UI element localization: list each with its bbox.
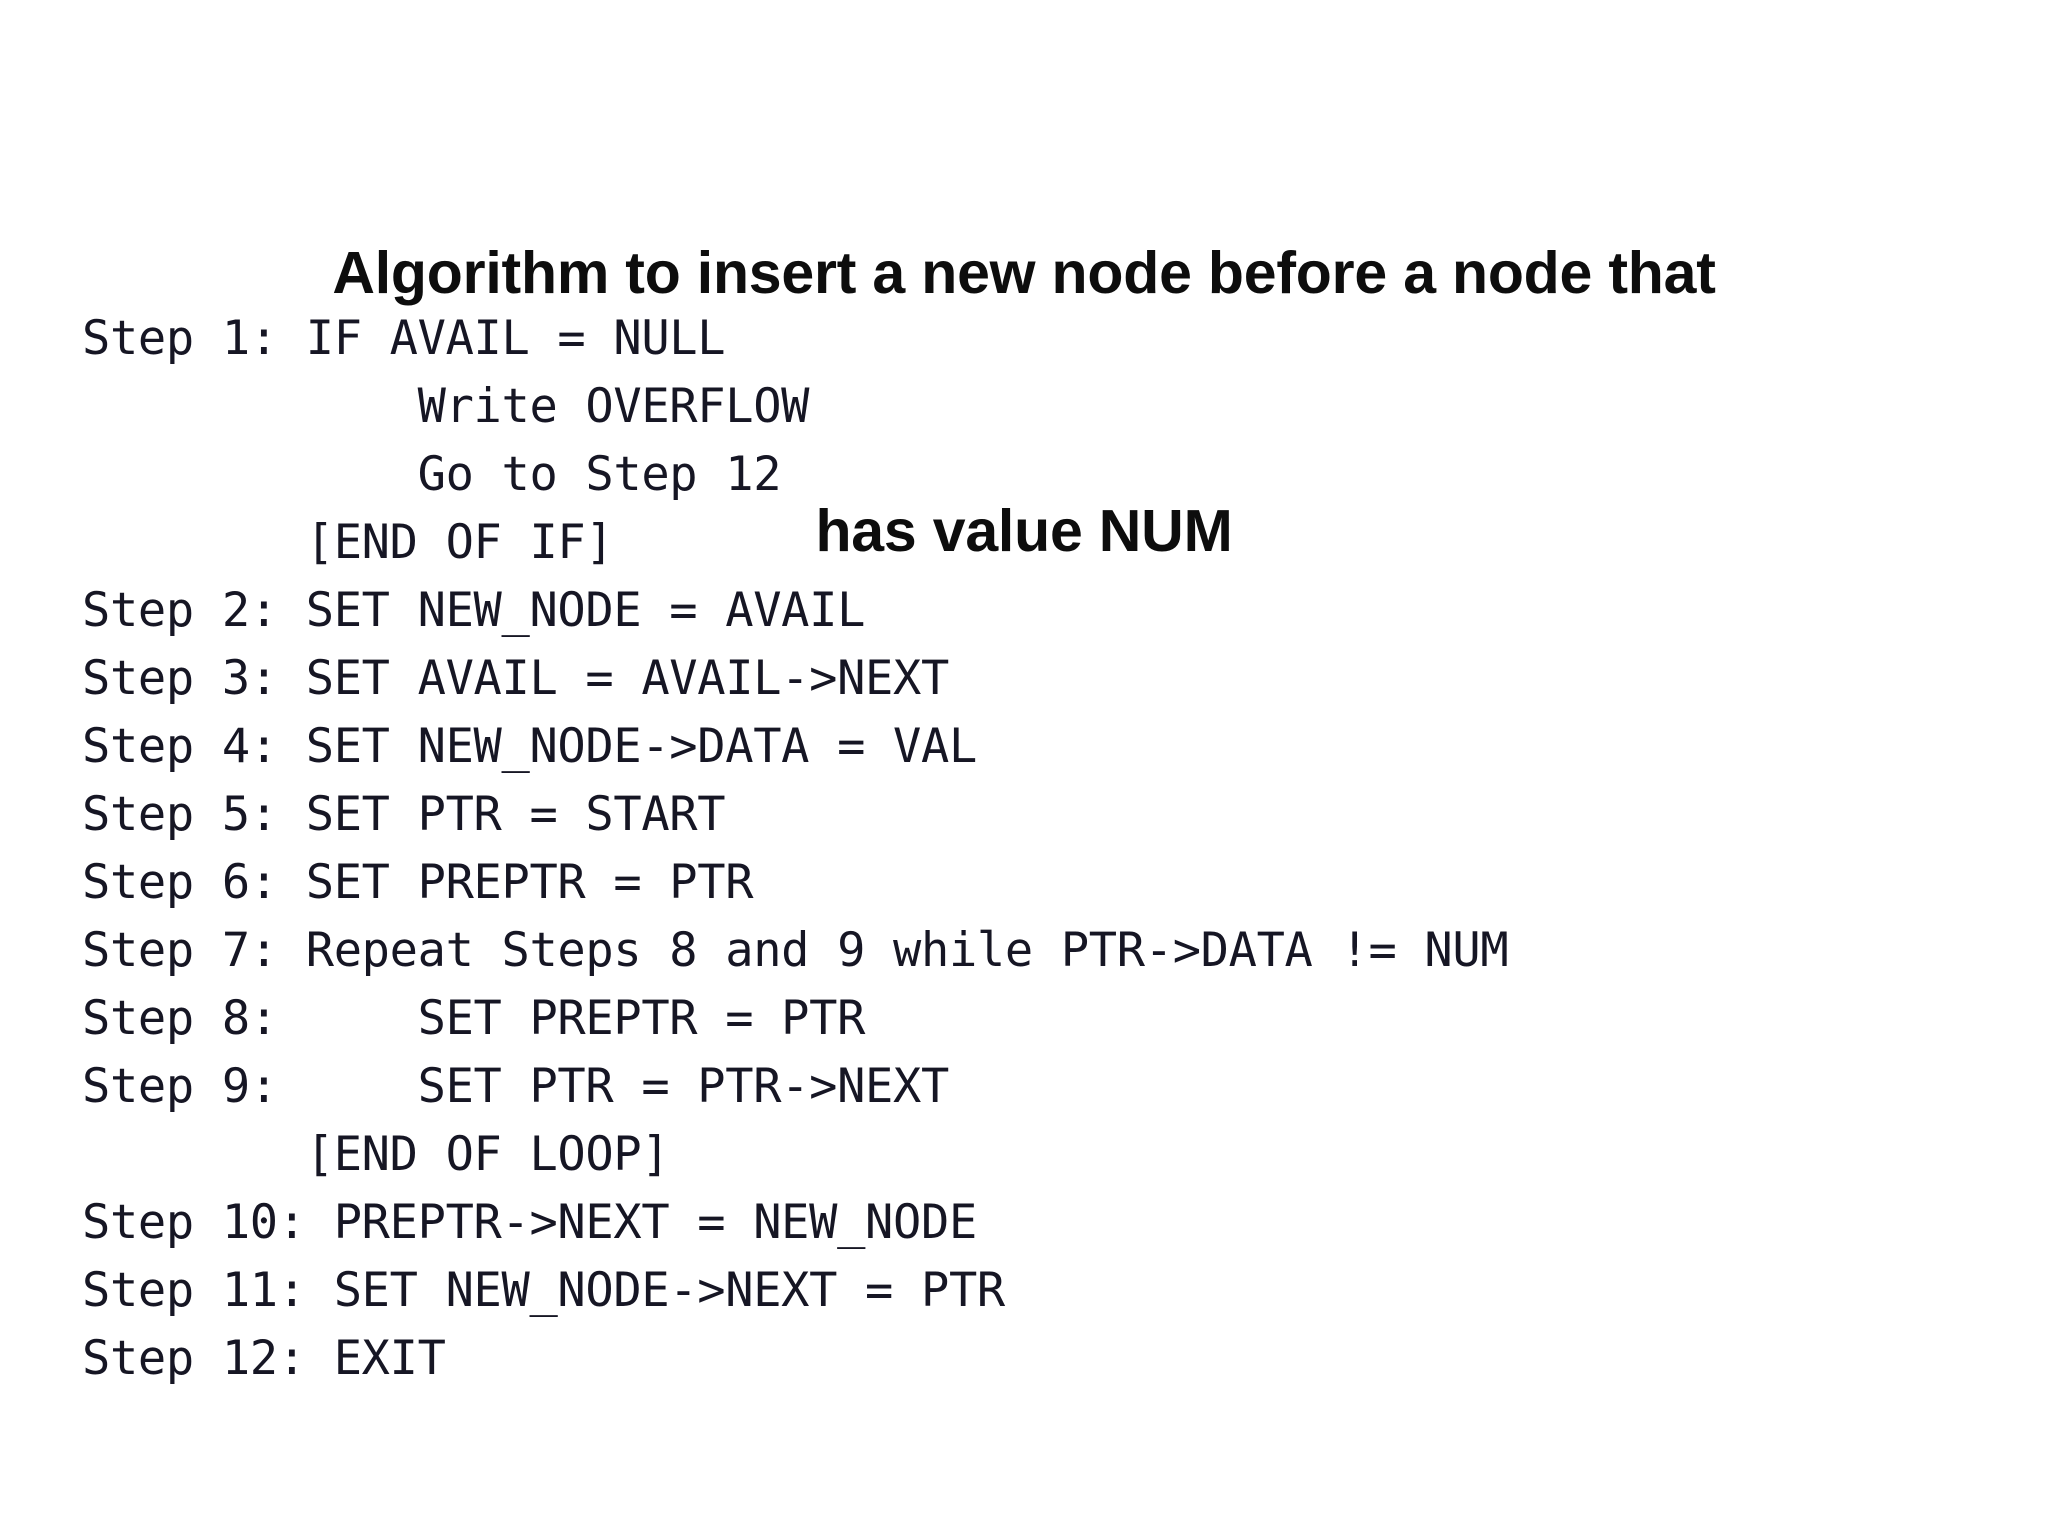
algorithm-code-block: Step 1: IF AVAIL = NULL Write OVERFLOW G… xyxy=(82,305,2012,1393)
code-line-step-4: Step 4: SET NEW_NODE->DATA = VAL xyxy=(82,719,977,774)
code-line-overflow: Write OVERFLOW xyxy=(82,379,810,434)
code-line-step-5: Step 5: SET PTR = START xyxy=(82,787,726,842)
code-line-step-2: Step 2: SET NEW_NODE = AVAIL xyxy=(82,583,866,638)
code-line-step-6: Step 6: SET PREPTR = PTR xyxy=(82,855,754,910)
code-line-end-of-loop: [END OF LOOP] xyxy=(82,1127,670,1182)
page-title: Algorithm to insert a new node before a … xyxy=(60,58,1988,746)
code-line-step-9: Step 9: SET PTR = PTR->NEXT xyxy=(82,1059,949,1114)
code-line-step-10: Step 10: PREPTR->NEXT = NEW_NODE xyxy=(82,1195,977,1250)
code-line-step-11: Step 11: SET NEW_NODE->NEXT = PTR xyxy=(82,1263,1005,1318)
page-title-line-2: has value NUM xyxy=(815,497,1233,564)
page-title-line-1: Algorithm to insert a new node before a … xyxy=(332,239,1716,306)
code-line-step-1: Step 1: IF AVAIL = NULL xyxy=(82,311,726,366)
code-line-step-12: Step 12: EXIT xyxy=(82,1331,446,1386)
code-line-step-7: Step 7: Repeat Steps 8 and 9 while PTR->… xyxy=(82,923,1509,978)
code-line-end-of-if: [END OF IF] xyxy=(82,515,614,570)
code-line-step-8: Step 8: SET PREPTR = PTR xyxy=(82,991,866,1046)
code-line-step-3: Step 3: SET AVAIL = AVAIL->NEXT xyxy=(82,651,949,706)
code-line-goto-step-12: Go to Step 12 xyxy=(82,447,782,502)
